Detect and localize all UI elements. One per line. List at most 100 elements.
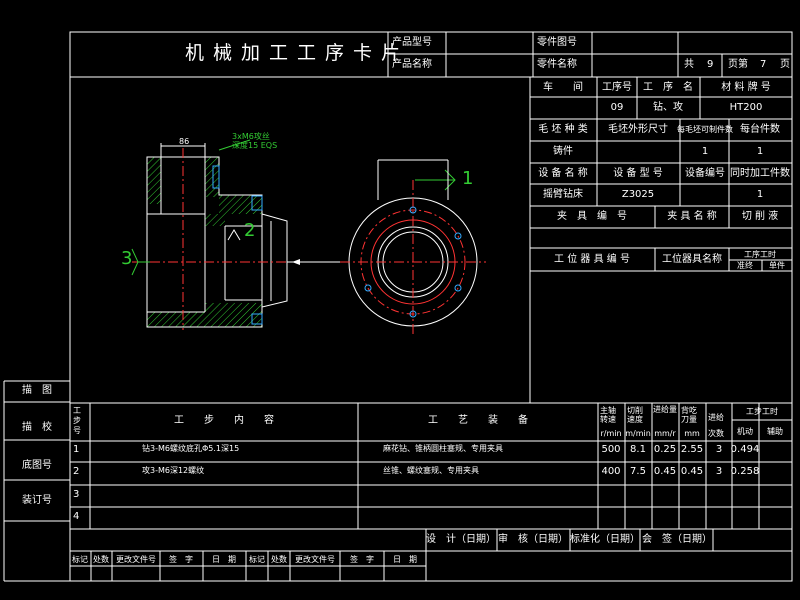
count-label-2: 处数 — [271, 555, 287, 564]
change-doc-label-2: 更改文件号 — [295, 555, 335, 564]
side-label-tracing: 描 图 — [22, 385, 52, 396]
step-passes: 3 — [715, 444, 723, 455]
step-depth: 2.55 — [680, 444, 704, 455]
step-no-header: 工步号 — [73, 406, 81, 435]
part-name-label: 零件名称 — [537, 59, 577, 70]
standard-label: 标准化（日期） — [570, 534, 640, 545]
step-passes: 3 — [715, 466, 723, 477]
step-cut-speed: 7.5 — [630, 466, 646, 477]
equipment-model-label: 设 备 型 号 — [613, 168, 663, 179]
step-feed: 0.25 — [653, 444, 677, 455]
step-no: 3 — [73, 489, 80, 500]
side-label-check: 描 校 — [22, 422, 52, 433]
product-model-label: 产品型号 — [392, 37, 432, 48]
machine-time-header: 机动 — [737, 427, 753, 436]
time-header: 工步工时 — [746, 407, 778, 416]
step-speed: 400 — [601, 466, 621, 477]
total-pages: 9 — [707, 59, 714, 70]
datum-3-label: 3 — [121, 248, 133, 269]
step-content: 攻3-M6深12螺纹 — [142, 466, 205, 475]
datum-1-label: 1 — [462, 168, 474, 189]
mark-label-2: 标记 — [249, 555, 265, 564]
step-no: 1 — [73, 444, 80, 455]
speed-header: 主轴转速 — [600, 406, 616, 424]
change-doc-label-1: 更改文件号 — [116, 555, 156, 564]
passes-header: 进给次数 — [708, 413, 724, 438]
blank-type: 铸件 — [553, 146, 573, 157]
countersign-label: 会 签（日期） — [642, 534, 712, 545]
coolant-label: 切 削 液 — [741, 211, 779, 222]
equipment-name-label: 设 备 名 称 — [538, 168, 588, 179]
step-speed: 500 — [601, 444, 621, 455]
step-equipment: 丝锥、螺纹塞规、专用夹具 — [383, 466, 479, 475]
part-drawing-label: 零件图号 — [537, 37, 577, 48]
workshop-label: 车 间 — [543, 82, 583, 93]
depth-unit: mm — [684, 429, 700, 438]
op-time-label: 工序工时 — [744, 250, 776, 259]
step-machine-time: 0.494 — [730, 444, 760, 455]
blank-parts-label: 每毛坯可制件数 — [677, 125, 733, 134]
date-label-1: 日 期 — [212, 555, 236, 564]
review-label: 审 核（日期） — [498, 534, 568, 545]
design-label: 设 计（日期） — [426, 534, 496, 545]
blank-type-label: 毛 坯 种 类 — [538, 124, 588, 135]
thread-annotation-2: 深度15 EQS — [232, 141, 278, 150]
step-machine-time: 0.258 — [730, 466, 760, 477]
step-depth: 0.45 — [680, 466, 704, 477]
speed-unit: r/min — [600, 429, 622, 438]
op-no-label: 工序号 — [602, 82, 632, 93]
equipment-model: Z3025 — [621, 189, 655, 200]
dim-top: 86 — [179, 137, 190, 146]
feed-unit: mm/r — [654, 429, 676, 438]
step-no: 2 — [73, 466, 80, 477]
sign-label-2: 签 字 — [350, 555, 374, 564]
depth-header: 背吃刀量 — [681, 406, 697, 424]
material: HT200 — [729, 102, 763, 113]
op-name: 钻、攻 — [653, 102, 683, 113]
material-label: 材 料 牌 号 — [721, 82, 771, 93]
page-suffix: 页 — [780, 59, 790, 70]
step-content: 钻3-M6螺纹底孔Φ5.1深15 — [142, 444, 240, 453]
fixture-no-label: 夹 具 编 号 — [557, 211, 627, 222]
product-name-label: 产品名称 — [392, 59, 432, 70]
op-name-label: 工 序 名 — [643, 82, 693, 93]
cut-speed-unit: m/min — [625, 429, 651, 438]
content-header: 工 步 内 容 — [174, 415, 274, 426]
thread-annotation-1: 3xM6攻丝 — [232, 132, 270, 141]
step-feed: 0.45 — [653, 466, 677, 477]
page-number: 7 — [760, 59, 767, 70]
blank-size-label: 毛坯外形尺寸 — [608, 124, 668, 135]
card-title: 机械加工工序卡片 — [185, 42, 410, 64]
sign-label-1: 签 字 — [169, 555, 193, 564]
datum-2-label: 2 — [244, 220, 256, 241]
section-view — [131, 139, 456, 330]
station-tool-no-label: 工 位 器 具 编 号 — [554, 254, 630, 265]
station-tool-name-label: 工位器具名称 — [662, 254, 722, 265]
blank-parts: 1 — [701, 146, 709, 157]
step-no: 4 — [73, 511, 80, 522]
simultaneous-label: 同时加工件数 — [730, 168, 790, 179]
equipment-name: 摇臂钻床 — [543, 189, 583, 200]
op-no: 09 — [610, 102, 624, 113]
parts-per-unit-label: 每台件数 — [740, 124, 780, 135]
per-piece-label: 单件 — [769, 261, 785, 270]
equipment-header: 工 艺 装 备 — [428, 415, 528, 426]
fixture-name-label: 夹 具 名 称 — [667, 211, 717, 222]
equipment-no-label: 设备编号 — [685, 168, 725, 179]
cut-speed-header: 切削速度 — [627, 406, 643, 424]
side-label-binding-no: 装订号 — [22, 495, 52, 506]
date-label-2: 日 期 — [393, 555, 417, 564]
step-cut-speed: 8.1 — [630, 444, 646, 455]
aux-time-header: 辅助 — [767, 427, 783, 436]
parts-per-unit: 1 — [756, 146, 764, 157]
page-label: 页第 — [728, 59, 748, 70]
total-label: 共 — [684, 59, 694, 70]
prep-end-label: 准终 — [737, 261, 753, 270]
front-view — [340, 159, 486, 335]
step-equipment: 麻花钻、锥柄圆柱塞规、专用夹具 — [383, 444, 503, 453]
simultaneous: 1 — [756, 189, 764, 200]
side-label-base-no: 底图号 — [22, 460, 52, 471]
mark-label-1: 标记 — [72, 555, 88, 564]
